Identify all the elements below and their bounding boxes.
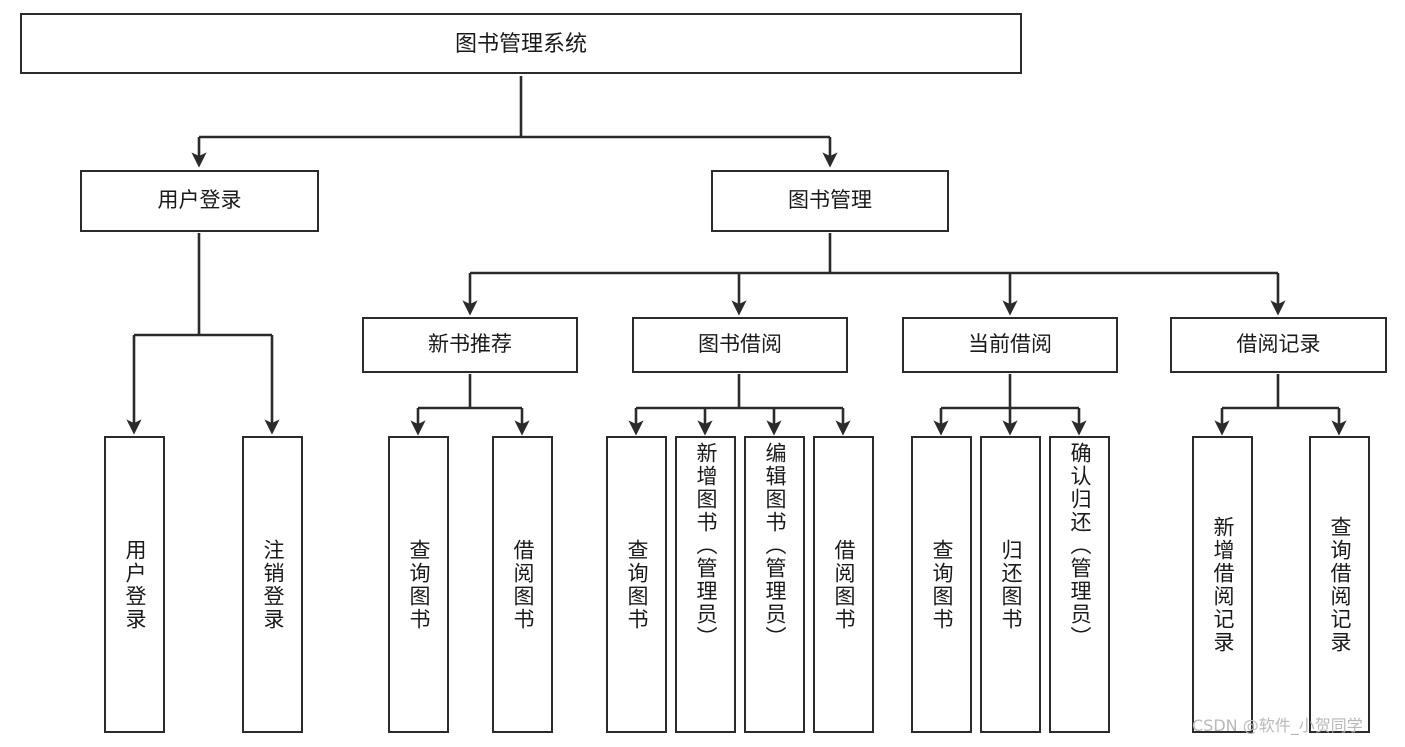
node-leaf-add-book-label: 新增图书（管理员）: [694, 442, 717, 649]
node-book-management[interactable]: 图书管理: [711, 170, 949, 232]
node-root[interactable]: 图书管理系统: [20, 13, 1022, 74]
node-leaf-borrow-book-1[interactable]: 借阅图书: [492, 436, 553, 733]
node-leaf-query-book-2[interactable]: 查询图书: [606, 436, 667, 733]
node-leaf-query-book-2-label: 查询图书: [625, 538, 648, 631]
node-borrow-record[interactable]: 借阅记录: [1170, 317, 1387, 373]
node-leaf-confirm-return-label: 确认归还（管理员）: [1068, 442, 1091, 649]
node-leaf-user-logout-label: 注销登录: [261, 538, 284, 631]
node-new-book-recommend[interactable]: 新书推荐: [362, 317, 578, 373]
node-leaf-edit-book[interactable]: 编辑图书（管理员）: [744, 436, 805, 733]
node-leaf-edit-book-label: 编辑图书（管理员）: [763, 442, 786, 649]
node-leaf-borrow-book-2[interactable]: 借阅图书: [813, 436, 874, 733]
node-leaf-query-record-label: 查询借阅记录: [1328, 515, 1351, 654]
node-root-label: 图书管理系统: [454, 30, 587, 56]
csdn-watermark: CSDN @软件_小贺同学: [1192, 716, 1363, 735]
node-borrow-record-label: 借阅记录: [1236, 332, 1321, 356]
node-current-borrow[interactable]: 当前借阅: [902, 317, 1118, 373]
node-leaf-confirm-return[interactable]: 确认归还（管理员）: [1049, 436, 1110, 733]
node-leaf-add-record[interactable]: 新增借阅记录: [1192, 436, 1253, 733]
node-leaf-add-record-label: 新增借阅记录: [1211, 515, 1234, 654]
node-leaf-add-book[interactable]: 新增图书（管理员）: [675, 436, 736, 733]
node-leaf-query-book-1[interactable]: 查询图书: [388, 436, 449, 733]
node-user-login[interactable]: 用户登录: [80, 170, 319, 232]
node-leaf-user-login[interactable]: 用户登录: [104, 436, 165, 733]
node-current-borrow-label: 当前借阅: [968, 332, 1052, 356]
node-book-borrow-label: 图书借阅: [698, 332, 782, 356]
node-leaf-return-book-label: 归还图书: [999, 538, 1022, 631]
node-leaf-user-logout[interactable]: 注销登录: [242, 436, 303, 733]
node-book-borrow[interactable]: 图书借阅: [632, 317, 848, 373]
node-new-book-recommend-label: 新书推荐: [428, 332, 512, 356]
node-book-management-label: 图书管理: [788, 188, 872, 212]
node-leaf-query-book-3[interactable]: 查询图书: [911, 436, 972, 733]
node-leaf-borrow-book-1-label: 借阅图书: [511, 538, 534, 631]
node-leaf-query-book-1-label: 查询图书: [407, 538, 430, 631]
node-leaf-return-book[interactable]: 归还图书: [980, 436, 1041, 733]
node-leaf-user-login-label: 用户登录: [123, 538, 146, 631]
node-user-login-label: 用户登录: [157, 188, 242, 212]
node-leaf-query-book-3-label: 查询图书: [930, 538, 953, 631]
node-leaf-borrow-book-2-label: 借阅图书: [832, 538, 855, 631]
node-leaf-query-record[interactable]: 查询借阅记录: [1309, 436, 1370, 733]
